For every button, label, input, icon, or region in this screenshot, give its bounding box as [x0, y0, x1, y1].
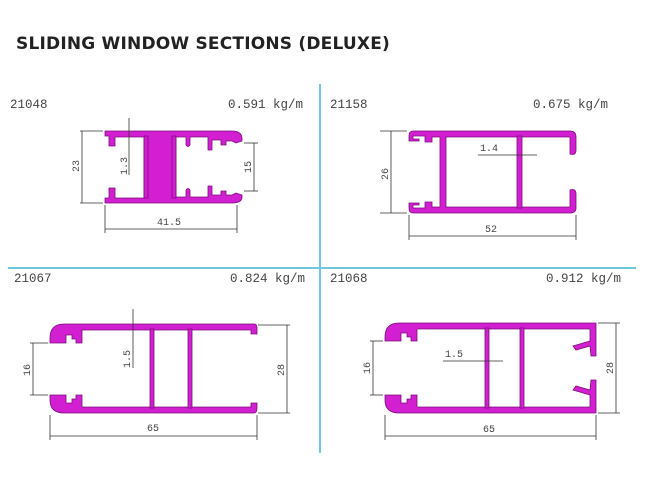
- section-weight: 0.912 kg/m: [546, 272, 622, 286]
- dim-height: 28: [277, 364, 288, 376]
- dim-width: 65: [483, 425, 495, 436]
- dim-height: 23: [72, 160, 83, 172]
- section-weight: 0.675 kg/m: [533, 98, 609, 112]
- dim-width: 52: [485, 225, 497, 236]
- section-weight: 0.824 kg/m: [230, 272, 306, 286]
- section-weight: 0.591 kg/m: [228, 98, 304, 112]
- dim-height: 28: [606, 362, 617, 374]
- section-code: 21158: [330, 98, 368, 112]
- dim-height: 26: [381, 168, 392, 180]
- dim-width: 65: [147, 424, 159, 435]
- dim-opening: 16: [23, 364, 34, 376]
- dim-wall-thickness: 1.3: [120, 157, 131, 175]
- dim-opening: 15: [244, 161, 255, 173]
- section-code: 21067: [14, 272, 52, 286]
- dim-wall-thickness: 1.5: [123, 350, 134, 368]
- dim-width: 41.5: [157, 218, 181, 229]
- section-code: 21068: [330, 272, 368, 286]
- dim-opening: 16: [363, 362, 374, 374]
- dim-wall-thickness: 1.5: [445, 350, 463, 361]
- dim-wall-thickness: 1.4: [480, 144, 498, 155]
- page-title: SLIDING WINDOW SECTIONS (DELUXE): [16, 34, 390, 54]
- section-code: 21048: [10, 98, 48, 112]
- horizontal-grid-divider: [8, 267, 636, 269]
